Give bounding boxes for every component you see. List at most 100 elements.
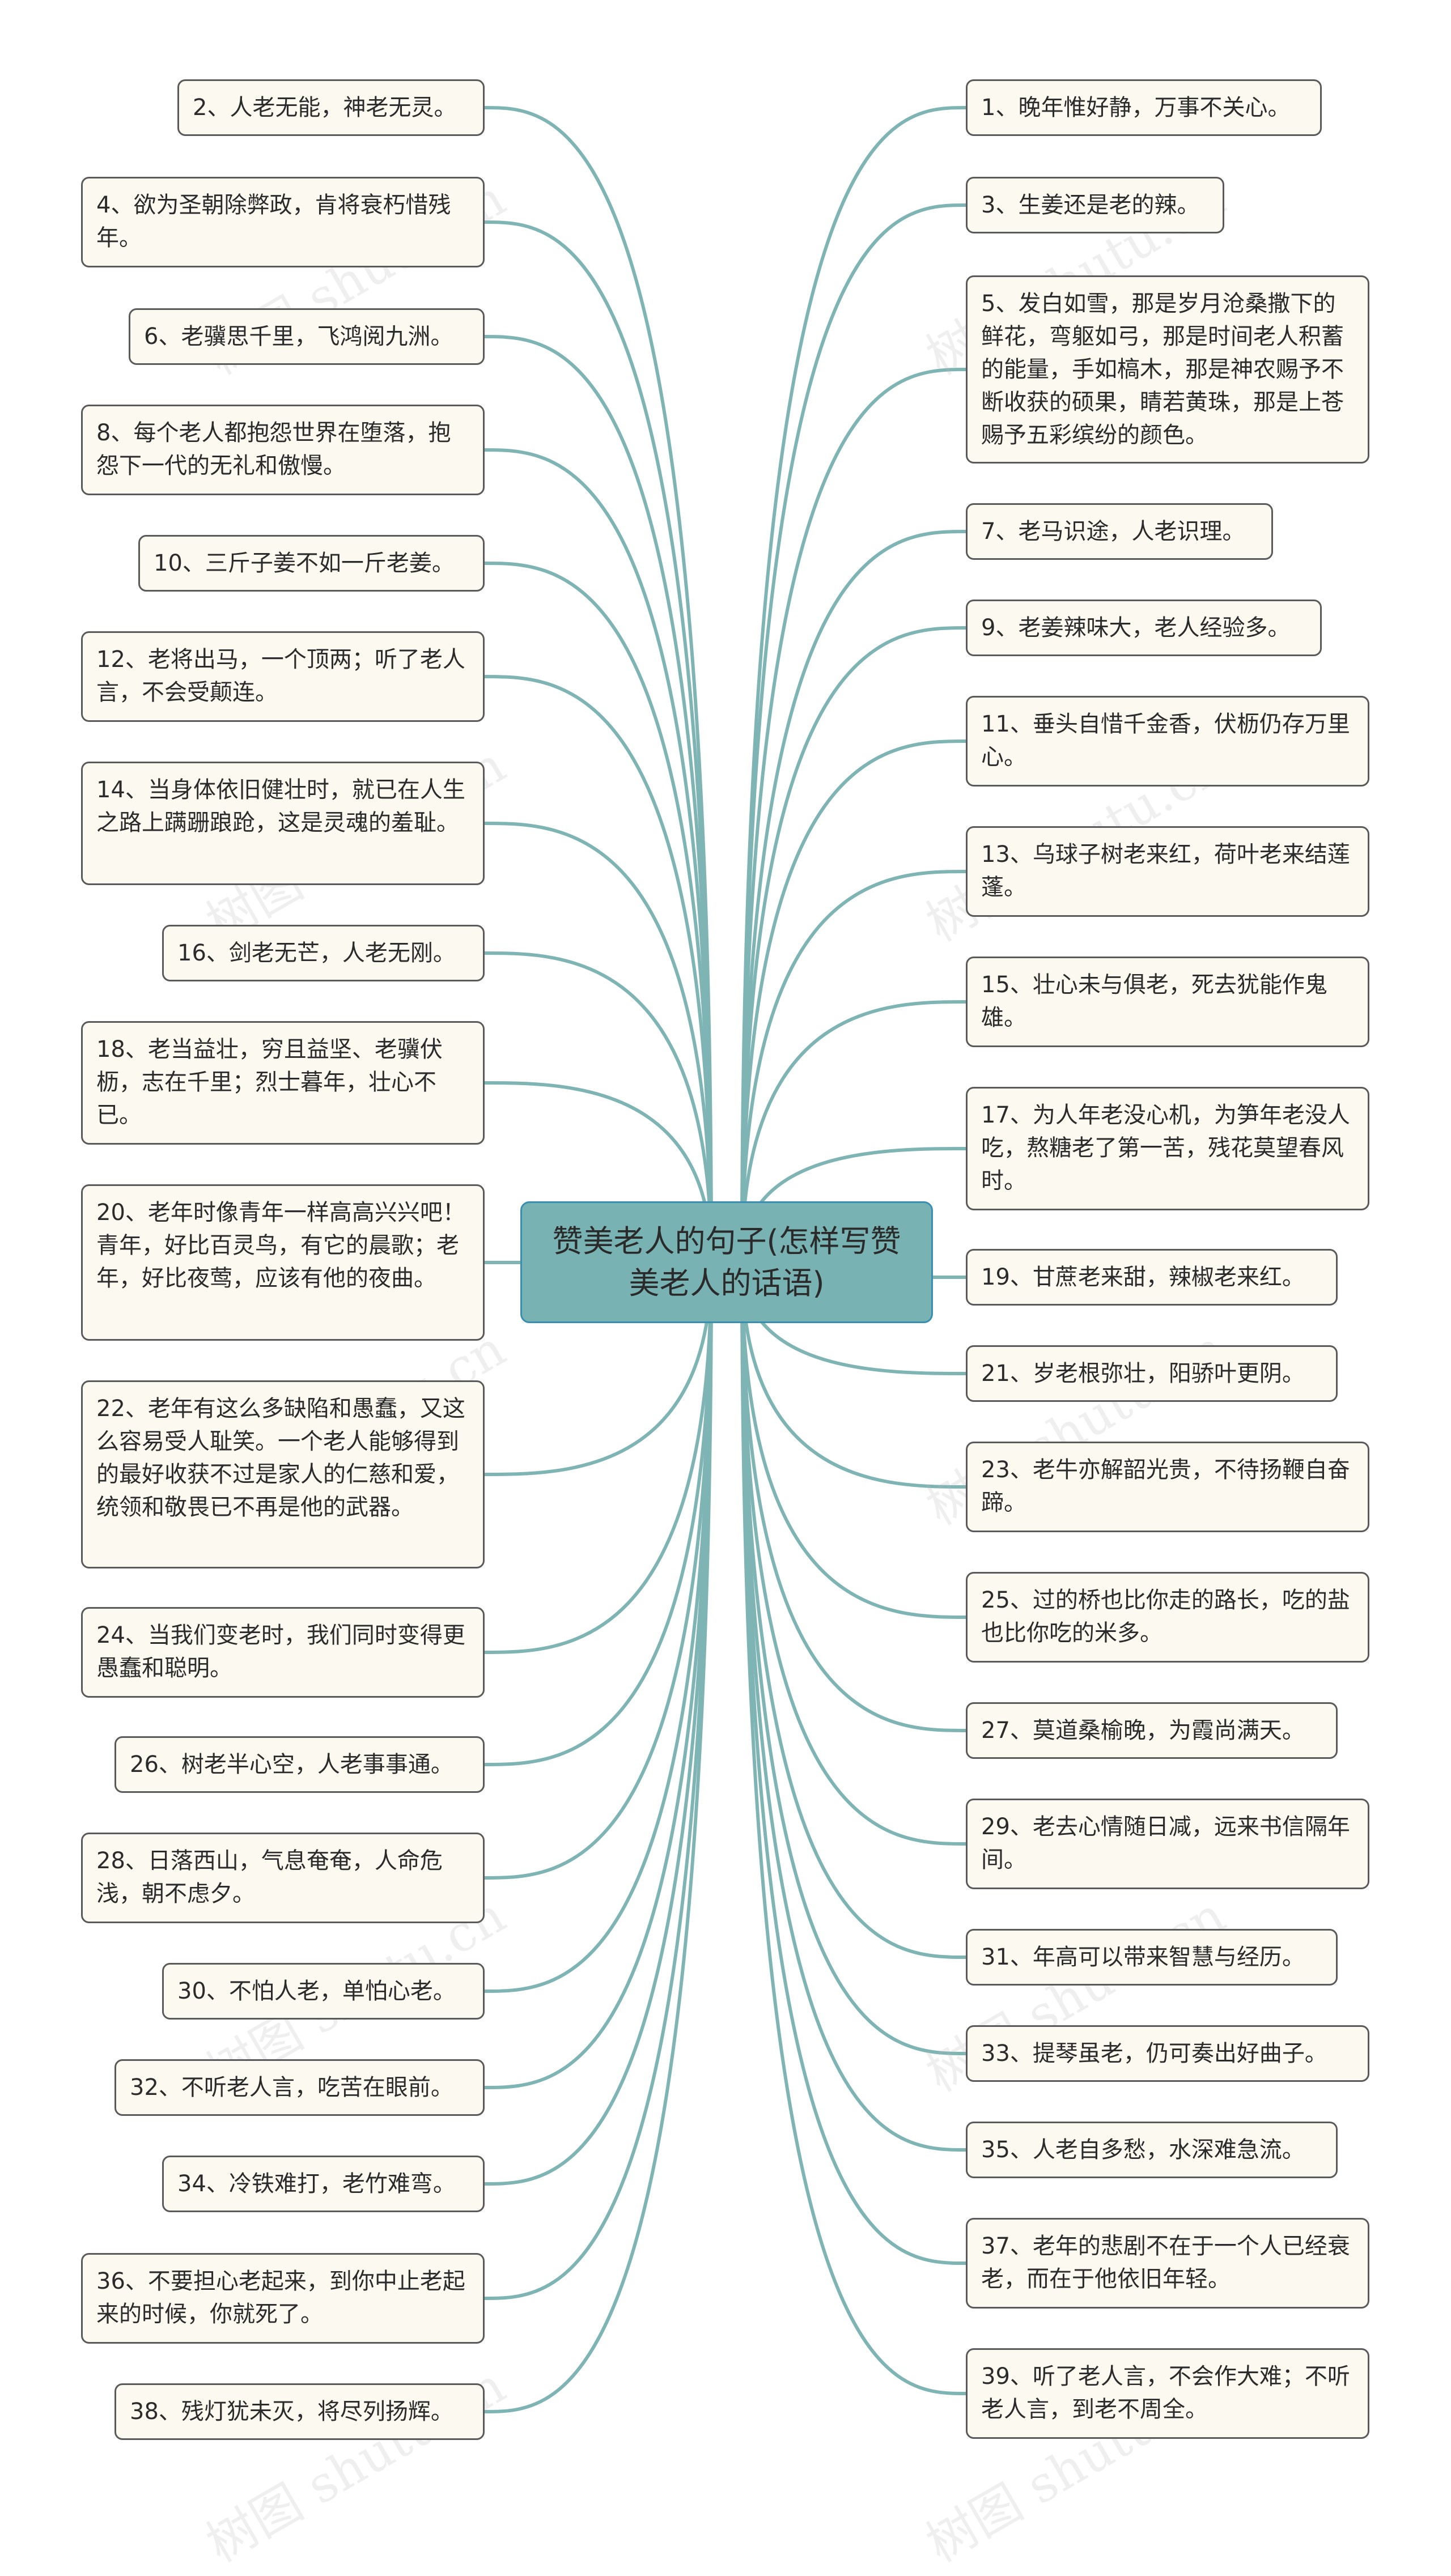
right-node[interactable]: 13、乌球子树老来红，荷叶老来结莲蓬。 <box>966 826 1369 917</box>
left-node[interactable]: 12、老将出马，一个顶两；听了老人言，不会受颠连。 <box>81 631 485 722</box>
node-text: 15、壮心未与俱老，死去犹能作鬼雄。 <box>981 972 1327 1031</box>
connector-line <box>484 1262 713 1880</box>
node-text: 27、莫道桑榆晚，为霞尚满天。 <box>981 1718 1305 1744</box>
node-text: 23、老牛亦解韶光贵，不待扬鞭自奋蹄。 <box>981 1457 1350 1516</box>
left-node[interactable]: 14、当身体依旧健壮时，就已在人生之路上蹒跚踉跄，这是灵魂的羞耻。 <box>81 762 485 885</box>
node-text: 21、岁老根弥壮，阳骄叶更阴。 <box>981 1361 1305 1387</box>
node-text: 9、老姜辣味大，老人经验多。 <box>981 615 1291 641</box>
node-text: 10、三斤子姜不如一斤老姜。 <box>154 550 455 576</box>
connector-line <box>484 448 713 1263</box>
node-text: 5、发白如雪，那是岁月沧桑撒下的鲜花，弯躯如弓，那是时间老人积蓄的能量，手如槁木… <box>981 291 1344 448</box>
left-node[interactable]: 32、不听老人言，吃苦在眼前。 <box>114 2059 485 2116</box>
connector-line <box>484 1262 713 1476</box>
node-text: 33、提琴虽老，仍可奏出好曲子。 <box>981 2041 1327 2067</box>
connector-line <box>484 951 713 1263</box>
node-text: 31、年高可以带来智慧与经历。 <box>981 1944 1305 1970</box>
connector-line <box>484 1262 713 1766</box>
right-node[interactable]: 31、年高可以带来智慧与经历。 <box>966 1929 1338 1986</box>
connector-line <box>484 106 713 1263</box>
node-text: 35、人老自多愁，水深难急流。 <box>981 2137 1305 2163</box>
left-node[interactable]: 36、不要担心老起来，到你中止老起来的时候，你就死了。 <box>81 2253 485 2344</box>
connector-line <box>740 870 966 1263</box>
node-text: 7、老马识途，人老识理。 <box>981 518 1245 545</box>
right-node[interactable]: 37、老年的悲剧不在于一个人已经衰老，而在于他依旧年轻。 <box>966 2218 1369 2309</box>
node-text: 22、老年有这么多缺陷和愚蠢，又这么容易受人耻笑。一个老人能够得到的最好收获不过… <box>96 1396 465 1520</box>
right-node[interactable]: 25、过的桥也比你走的路长，吃的盐也比你吃的米多。 <box>966 1572 1369 1663</box>
left-node[interactable]: 16、剑老无芒，人老无刚。 <box>162 925 485 981</box>
right-node[interactable]: 35、人老自多愁，水深难急流。 <box>966 2122 1338 2178</box>
node-text: 37、老年的悲剧不在于一个人已经衰老，而在于他依旧年轻。 <box>981 2233 1350 2292</box>
left-node[interactable]: 8、每个老人都抱怨世界在堕落，抱怨下一代的无礼和傲慢。 <box>81 405 485 495</box>
right-node[interactable]: 23、老牛亦解韶光贵，不待扬鞭自奋蹄。 <box>966 1442 1369 1532</box>
connector-line <box>740 1262 966 1846</box>
connector-line <box>740 530 966 1263</box>
node-text: 26、树老半心空，人老事事通。 <box>130 1752 453 1778</box>
right-node[interactable]: 21、岁老根弥壮，阳骄叶更阴。 <box>966 1345 1338 1402</box>
right-node[interactable]: 1、晚年惟好静，万事不关心。 <box>966 79 1322 136</box>
right-node[interactable]: 5、发白如雪，那是岁月沧桑撒下的鲜花，弯躯如弓，那是时间老人积蓄的能量，手如槁木… <box>966 275 1369 464</box>
left-node[interactable]: 38、残灯犹未灭，将尽列扬辉。 <box>114 2383 485 2440</box>
node-text: 14、当身体依旧健壮时，就已在人生之路上蹒跚踉跄，这是灵魂的羞耻。 <box>96 777 465 836</box>
right-node[interactable]: 11、垂头自惜千金香，伏枥仍存万里心。 <box>966 696 1369 787</box>
right-node[interactable]: 39、听了老人言，不会作大难；不听老人言，到老不周全。 <box>966 2348 1369 2439</box>
connector-line <box>740 1262 966 1959</box>
node-text: 13、乌球子树老来红，荷叶老来结莲蓬。 <box>981 841 1350 900</box>
connector-line <box>484 1262 713 2186</box>
right-node[interactable]: 33、提琴虽老，仍可奏出好曲子。 <box>966 2025 1369 2082</box>
node-text: 2、人老无能，神老无灵。 <box>193 95 457 121</box>
left-node[interactable]: 30、不怕人老，单怕心老。 <box>162 1963 485 2020</box>
node-text: 29、老去心情随日减，远来书信隔年间。 <box>981 1814 1350 1873</box>
connector-line <box>484 1262 713 2413</box>
connector-line <box>484 1262 713 2300</box>
right-node[interactable]: 7、老马识途，人老识理。 <box>966 503 1273 560</box>
node-text: 39、听了老人言，不会作大难；不听老人言，到老不周全。 <box>981 2364 1350 2422</box>
right-node[interactable]: 27、莫道桑榆晚，为霞尚满天。 <box>966 1702 1338 1759</box>
left-node[interactable]: 20、老年时像青年一样高高兴兴吧！青年，好比百灵鸟，有它的晨歌；老年，好比夜莺，… <box>81 1184 485 1341</box>
node-text: 1、晚年惟好静，万事不关心。 <box>981 95 1291 121</box>
connector-line <box>740 106 966 1263</box>
right-node[interactable]: 3、生姜还是老的辣。 <box>966 177 1224 233</box>
right-node[interactable]: 15、壮心未与俱老，死去犹能作鬼雄。 <box>966 957 1369 1047</box>
connector-line <box>484 1081 713 1263</box>
connector-line <box>740 739 966 1263</box>
connector-line <box>740 203 966 1263</box>
right-node[interactable]: 29、老去心情随日减，远来书信隔年间。 <box>966 1799 1369 1889</box>
node-text: 3、生姜还是老的辣。 <box>981 192 1200 218</box>
left-node[interactable]: 28、日落西山，气息奄奄，人命危浅，朝不虑夕。 <box>81 1833 485 1923</box>
central-topic[interactable]: 赞美老人的句子(怎样写赞美老人的话语) <box>520 1201 933 1323</box>
left-node[interactable]: 6、老骥思千里，飞鸿阅九洲。 <box>129 308 485 365</box>
left-node[interactable]: 10、三斤子姜不如一斤老姜。 <box>138 535 485 592</box>
right-node[interactable]: 9、老姜辣味大，老人经验多。 <box>966 600 1322 656</box>
connector-line <box>740 1000 966 1263</box>
connector-line <box>484 1262 713 1993</box>
connector-line <box>484 822 713 1263</box>
node-text: 18、老当益壮，穷且益坚、老骥伏枥，志在千里；烈士暮年，壮心不已。 <box>96 1036 443 1128</box>
connector-line <box>484 1262 713 2089</box>
node-text: 32、不听老人言，吃苦在眼前。 <box>130 2075 453 2101</box>
left-node[interactable]: 22、老年有这么多缺陷和愚蠢，又这么容易受人耻笑。一个老人能够得到的最好收获不过… <box>81 1380 485 1568</box>
node-text: 36、不要担心老起来，到你中止老起来的时候，你就死了。 <box>96 2268 465 2327</box>
left-node[interactable]: 4、欲为圣朝除弊政，肯将衰朽惜残年。 <box>81 177 485 267</box>
connector-line <box>484 1262 713 1654</box>
node-text: 11、垂头自惜千金香，伏枥仍存万里心。 <box>981 711 1350 770</box>
left-node[interactable]: 26、树老半心空，人老事事通。 <box>114 1736 485 1793</box>
connector-line <box>484 335 713 1263</box>
node-text: 34、冷铁难打，老竹难弯。 <box>177 2171 456 2197</box>
node-text: 38、残灯犹未灭，将尽列扬辉。 <box>130 2399 453 2425</box>
node-text: 16、剑老无芒，人老无刚。 <box>177 940 456 966</box>
node-text: 30、不怕人老，单怕心老。 <box>177 1978 456 2004</box>
connector-line <box>740 1262 966 2152</box>
left-node[interactable]: 34、冷铁难打，老竹难弯。 <box>162 2156 485 2212</box>
connector-line <box>740 1262 966 1489</box>
connector-line <box>484 562 713 1263</box>
connector-line <box>740 1262 966 2055</box>
node-text: 19、甘蔗老来甜，辣椒老来红。 <box>981 1264 1305 1290</box>
connector-line <box>740 368 966 1263</box>
left-node[interactable]: 2、人老无能，神老无灵。 <box>177 79 485 136</box>
node-text: 24、当我们变老时，我们同时变得更愚蠢和聪明。 <box>96 1622 465 1681</box>
right-node[interactable]: 19、甘蔗老来甜，辣椒老来红。 <box>966 1249 1338 1306</box>
left-node[interactable]: 18、老当益壮，穷且益坚、老骥伏枥，志在千里；烈士暮年，壮心不已。 <box>81 1021 485 1145</box>
right-node[interactable]: 17、为人年老没心机，为笋年老没人吃，熬糖老了第一苦，残花莫望春风时。 <box>966 1087 1369 1210</box>
left-node[interactable]: 24、当我们变老时，我们同时变得更愚蠢和聪明。 <box>81 1607 485 1698</box>
